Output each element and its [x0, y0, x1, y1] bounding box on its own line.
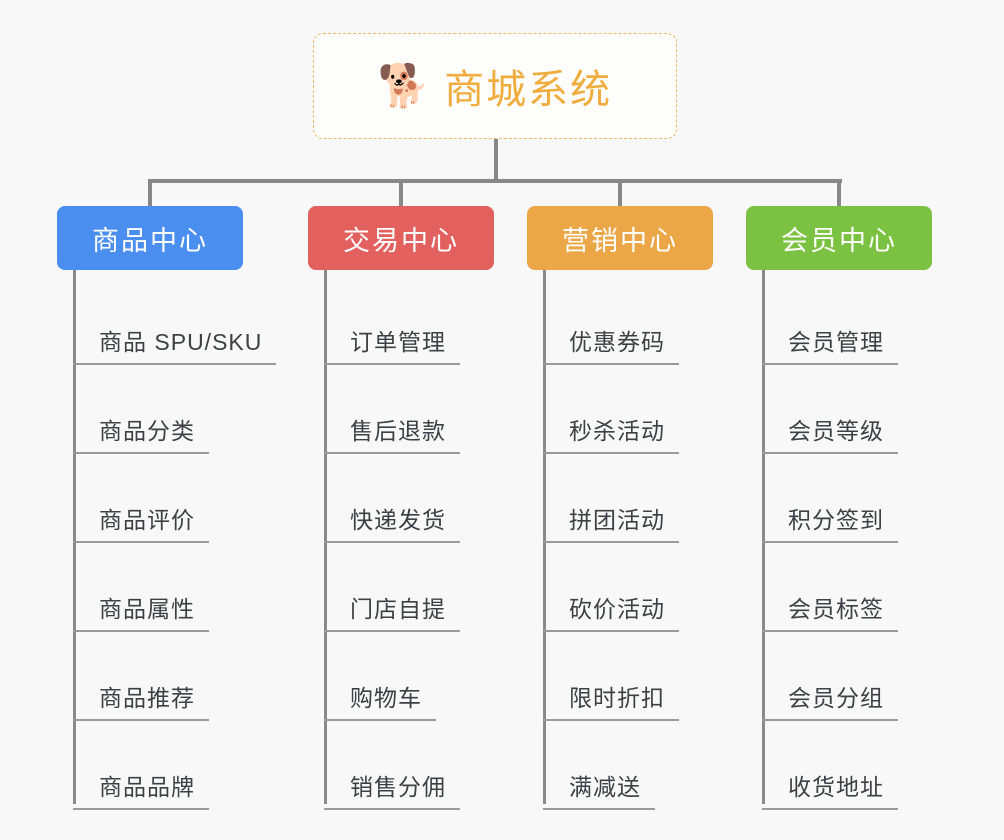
- leaf-item[interactable]: 商品评价: [57, 454, 243, 543]
- leaf-list-member-center: 会员管理会员等级积分签到会员标签会员分组收货地址: [746, 270, 932, 810]
- leaf-item[interactable]: 订单管理: [308, 276, 494, 365]
- category-header-marketing-center[interactable]: 营销中心: [527, 206, 713, 270]
- leaf-item-label: 商品评价: [73, 501, 209, 543]
- leaf-spine: [762, 270, 765, 804]
- column-product-center: 商品中心商品 SPU/SKU 商品分类商品评价商品属性商品推荐商品品牌: [57, 206, 277, 810]
- leaf-item[interactable]: 售后退款: [308, 365, 494, 454]
- category-header-product-center[interactable]: 商品中心: [57, 206, 243, 270]
- leaf-item-label: 订单管理: [324, 323, 460, 365]
- shiba-dog-face-emoji: 🐕: [377, 62, 431, 109]
- leaf-item[interactable]: 优惠券码: [527, 276, 713, 365]
- leaf-item-label: 商品品牌: [73, 768, 209, 810]
- leaf-item-label: 优惠券码: [543, 323, 679, 365]
- leaf-item[interactable]: 销售分佣: [308, 721, 494, 810]
- leaf-item[interactable]: 会员标签: [746, 543, 932, 632]
- leaf-item[interactable]: 商品分类: [57, 365, 243, 454]
- leaf-list-trade-center: 订单管理售后退款快递发货门店自提购物车销售分佣: [308, 270, 494, 810]
- category-label: 会员中心: [781, 225, 897, 256]
- leaf-item-label: 商品属性: [73, 590, 209, 632]
- leaf-item-label: 会员分组: [762, 679, 898, 721]
- leaf-item[interactable]: 快递发货: [308, 454, 494, 543]
- category-label: 商品中心: [92, 225, 208, 256]
- leaf-item-label: 商品分类: [73, 412, 209, 454]
- column-trade-center: 交易中心订单管理售后退款快递发货门店自提购物车销售分佣: [308, 206, 494, 810]
- leaf-item[interactable]: 会员管理: [746, 276, 932, 365]
- leaf-item-label: 商品推荐: [73, 679, 209, 721]
- leaf-item[interactable]: 商品 SPU/SKU: [57, 276, 277, 365]
- leaf-spine: [543, 270, 546, 804]
- leaf-item[interactable]: 满减送: [527, 721, 713, 810]
- leaf-item[interactable]: 会员等级: [746, 365, 932, 454]
- leaf-spine: [324, 270, 327, 804]
- leaf-list-marketing-center: 优惠券码秒杀活动拼团活动砍价活动限时折扣满减送: [527, 270, 713, 810]
- connector-drop-marketing-center: [618, 179, 622, 207]
- root-node-title: 商城系统: [444, 68, 613, 112]
- leaf-item-label: 拼团活动: [543, 501, 679, 543]
- leaf-item-label: 会员标签: [762, 590, 898, 632]
- leaf-item[interactable]: 商品推荐: [57, 632, 243, 721]
- column-member-center: 会员中心会员管理会员等级积分签到会员标签会员分组收货地址: [746, 206, 932, 810]
- connector-root-stem: [494, 139, 498, 181]
- leaf-item-label: 购物车: [324, 679, 436, 721]
- leaf-item-label: 会员管理: [762, 323, 898, 365]
- leaf-item-label: 收货地址: [762, 768, 898, 810]
- leaf-item-label: 会员等级: [762, 412, 898, 454]
- connector-drop-product-center: [148, 179, 152, 207]
- leaf-item[interactable]: 积分签到: [746, 454, 932, 543]
- leaf-item-label: 砍价活动: [543, 590, 679, 632]
- column-marketing-center: 营销中心优惠券码秒杀活动拼团活动砍价活动限时折扣满减送: [527, 206, 713, 810]
- leaf-item[interactable]: 限时折扣: [527, 632, 713, 721]
- leaf-item[interactable]: 秒杀活动: [527, 365, 713, 454]
- leaf-item[interactable]: 砍价活动: [527, 543, 713, 632]
- leaf-item[interactable]: 拼团活动: [527, 454, 713, 543]
- leaf-item-label: 销售分佣: [324, 768, 460, 810]
- connector-drop-member-center: [837, 179, 841, 207]
- leaf-item-label: 快递发货: [324, 501, 460, 543]
- leaf-item-label: 门店自提: [324, 590, 460, 632]
- connector-drop-trade-center: [399, 179, 403, 207]
- root-node[interactable]: 🐕 商城系统: [313, 33, 677, 139]
- leaf-item-label: 售后退款: [324, 412, 460, 454]
- leaf-item[interactable]: 商品属性: [57, 543, 243, 632]
- leaf-item[interactable]: 门店自提: [308, 543, 494, 632]
- leaf-item[interactable]: 商品品牌: [57, 721, 243, 810]
- leaf-item[interactable]: 购物车: [308, 632, 494, 721]
- leaf-item[interactable]: 收货地址: [746, 721, 932, 810]
- leaf-list-product-center: 商品 SPU/SKU 商品分类商品评价商品属性商品推荐商品品牌: [57, 270, 277, 810]
- leaf-item-label: 商品 SPU/SKU: [73, 323, 277, 365]
- leaf-item-label: 积分签到: [762, 501, 898, 543]
- leaf-item-label: 限时折扣: [543, 679, 679, 721]
- leaf-item-label: 满减送: [543, 768, 655, 810]
- connector-horizontal-bus: [150, 179, 842, 183]
- leaf-spine: [73, 270, 76, 804]
- leaf-item-label: 秒杀活动: [543, 412, 679, 454]
- category-header-member-center[interactable]: 会员中心: [746, 206, 932, 270]
- category-label: 营销中心: [562, 225, 678, 256]
- category-label: 交易中心: [343, 225, 459, 256]
- category-header-trade-center[interactable]: 交易中心: [308, 206, 494, 270]
- leaf-item[interactable]: 会员分组: [746, 632, 932, 721]
